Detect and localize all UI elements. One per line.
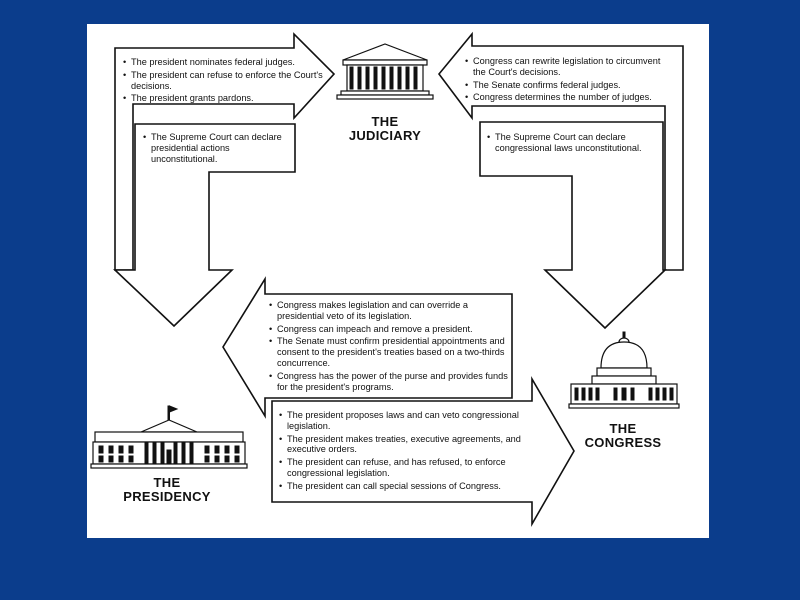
list-item: The Supreme Court can declare presidenti… (143, 132, 293, 164)
list-item: Congress can impeach and remove a presid… (269, 324, 511, 335)
presidency-label: THE PRESIDENCY (97, 476, 237, 504)
judiciary-label-line1: THE (371, 114, 399, 129)
list-item: Congress makes legislation and can overr… (269, 300, 511, 322)
list-item: Congress has the power of the purse and … (269, 371, 511, 393)
list-item: The president can refuse, and has refuse… (279, 457, 537, 479)
list-item: The Senate confirms federal judges. (465, 80, 667, 91)
list-item: The Supreme Court can declare congressio… (487, 132, 657, 154)
white-house-icon (90, 405, 248, 469)
diagram-panel: THE JUDICIARY THE PRESIDENCY THE CONGRES… (87, 24, 709, 538)
judiciary-label: THE JUDICIARY (335, 115, 435, 143)
list-item: The president can call special sessions … (279, 481, 537, 492)
list-item: The president nominates federal judges. (123, 57, 323, 68)
presidency-label-line1: THE (153, 475, 181, 490)
congress-label: THE CONGRESS (567, 422, 679, 450)
arrow-judiciary-to-presidency (112, 123, 296, 328)
list-item: The president proposes laws and can veto… (279, 410, 537, 432)
list-item: The president makes treaties, executive … (279, 434, 537, 456)
judiciary-checks-presidency-list: The Supreme Court can declare presidenti… (143, 132, 293, 166)
capitol-building-icon (568, 331, 680, 409)
presidency-checks-congress-list: The president proposes laws and can veto… (279, 410, 537, 494)
list-item: Congress determines the number of judges… (465, 92, 667, 103)
list-item: The Senate must confirm presidential app… (269, 336, 511, 368)
list-item: The president grants pardons. (123, 93, 323, 104)
judiciary-label-line2: JUDICIARY (348, 128, 422, 143)
presidency-checks-judiciary-list: The president nominates federal judges. … (123, 57, 323, 106)
congress-label-line2: CONGRESS (584, 435, 662, 450)
presidency-label-line2: PRESIDENCY (123, 489, 211, 504)
arrow-judiciary-to-congress (479, 121, 667, 330)
congress-checks-judiciary-list: Congress can rewrite legislation to circ… (465, 56, 667, 105)
list-item: The president can refuse to enforce the … (123, 70, 323, 92)
congress-checks-presidency-list: Congress makes legislation and can overr… (269, 300, 511, 394)
congress-label-line1: THE (609, 421, 637, 436)
judiciary-checks-congress-list: The Supreme Court can declare congressio… (487, 132, 657, 156)
supreme-court-building-icon (336, 43, 434, 100)
list-item: Congress can rewrite legislation to circ… (465, 56, 667, 78)
